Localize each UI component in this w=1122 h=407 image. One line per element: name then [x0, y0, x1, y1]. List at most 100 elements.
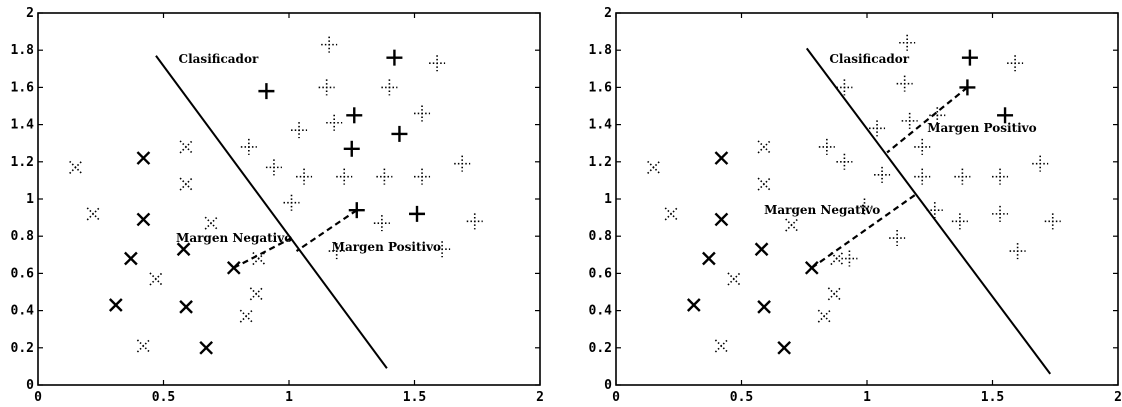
plus-dotted-marker: [328, 243, 345, 260]
marker-stroke: [777, 340, 792, 355]
x-marker: [226, 260, 241, 275]
y-tick-label: 0.6: [11, 266, 35, 281]
marker-stroke: [176, 242, 191, 257]
classifier-line: [805, 47, 1052, 375]
marker-stroke: [817, 309, 831, 323]
plus-dotted-marker: [869, 120, 886, 137]
plus-marker: [997, 107, 1014, 124]
marker-stroke: [785, 218, 799, 232]
marker-stroke: [108, 298, 123, 312]
plus-dotted-marker: [283, 194, 300, 211]
x-tick-label: 1: [863, 390, 871, 405]
x-marker: [804, 260, 819, 275]
marker-stroke: [124, 251, 138, 266]
plus-marker: [258, 83, 275, 100]
marker-stroke: [204, 216, 218, 230]
marker-stroke: [239, 309, 253, 323]
marker-stroke: [664, 207, 678, 221]
x-marker: [686, 298, 701, 312]
plus-dotted-marker: [434, 241, 451, 258]
x-dotted-marker: [647, 160, 661, 174]
marker-stroke: [136, 151, 151, 165]
marker-stroke: [249, 287, 263, 301]
plus-dotted-marker: [296, 168, 313, 185]
x-tick-label: 2: [536, 390, 544, 405]
x-tick-label: 0.5: [730, 390, 753, 405]
marker-stroke: [647, 160, 661, 174]
plus-dotted-marker: [896, 75, 913, 92]
y-tick-label: 1.8: [11, 43, 35, 58]
marker-stroke: [226, 260, 241, 275]
plus-marker: [348, 202, 365, 219]
marker-stroke: [252, 251, 266, 266]
plus-marker: [959, 79, 976, 96]
plus-marker: [386, 49, 403, 66]
marker-stroke: [136, 339, 150, 353]
x-marker: [136, 212, 151, 227]
x-dotted-marker: [664, 207, 678, 221]
x-dotted-marker: [252, 251, 266, 266]
plus-dotted-marker: [901, 112, 918, 129]
x-dotted-marker: [179, 177, 193, 191]
plus-dotted-marker: [841, 250, 858, 267]
marker-stroke: [714, 212, 729, 227]
marker-stroke: [136, 212, 151, 227]
x-tick-label: 0.5: [152, 390, 175, 405]
x-tick-label: 1.5: [981, 390, 1004, 405]
plus-dotted-marker: [929, 107, 946, 124]
marker-stroke: [830, 251, 844, 266]
y-tick-label: 0.4: [11, 304, 35, 319]
plus-marker: [961, 49, 978, 66]
marker-stroke: [702, 251, 716, 266]
y-tick-label: 1: [26, 192, 34, 207]
x-marker: [757, 300, 771, 314]
marker-stroke: [757, 140, 771, 154]
plus-marker: [343, 140, 360, 157]
plus-dotted-marker: [1009, 243, 1026, 260]
margin-line: [886, 86, 969, 154]
plus-dotted-marker: [889, 230, 906, 247]
x-dotted-marker: [827, 287, 841, 301]
plus-dotted-marker: [376, 168, 393, 185]
x-marker: [199, 340, 214, 355]
x-marker: [176, 242, 191, 257]
x-marker: [702, 251, 716, 266]
y-tick-label: 0: [26, 378, 34, 393]
plus-dotted-marker: [951, 213, 968, 230]
x-marker: [124, 251, 138, 266]
plus-dotted-marker: [414, 168, 431, 185]
plus-marker: [391, 125, 408, 142]
axes-frame: [37, 12, 541, 386]
marker-stroke: [179, 177, 193, 191]
marker-stroke: [199, 340, 214, 355]
y-tick-label: 0.2: [589, 341, 612, 356]
plus-dotted-marker: [466, 213, 483, 230]
plus-dotted-marker: [373, 215, 390, 232]
x-tick-label: 1: [285, 390, 293, 405]
y-tick-label: 1.2: [589, 155, 612, 170]
classifier-line: [155, 55, 388, 369]
plus-dotted-marker: [836, 79, 853, 96]
plus-dotted-marker: [265, 159, 282, 176]
y-tick-label: 1.4: [11, 118, 35, 133]
x-dotted-marker: [757, 140, 771, 154]
margin-line: [811, 192, 918, 269]
plus-dotted-marker: [336, 168, 353, 185]
y-tick-label: 0.2: [11, 341, 34, 356]
plus-dotted-marker: [914, 168, 931, 185]
x-dotted-marker: [727, 272, 741, 286]
marker-stroke: [179, 140, 193, 154]
y-tick-label: 1.8: [589, 43, 613, 58]
x-tick-label: 0: [34, 390, 42, 405]
y-tick-label: 1: [604, 192, 612, 207]
y-tick-label: 0: [604, 378, 612, 393]
x-marker: [754, 242, 769, 257]
plus-dotted-marker: [856, 198, 873, 215]
marker-stroke: [714, 339, 728, 353]
annotation-label: Margen Positivo: [927, 121, 1036, 135]
x-marker: [777, 340, 792, 355]
marker-stroke: [827, 287, 841, 301]
plus-dotted-marker: [291, 122, 308, 139]
